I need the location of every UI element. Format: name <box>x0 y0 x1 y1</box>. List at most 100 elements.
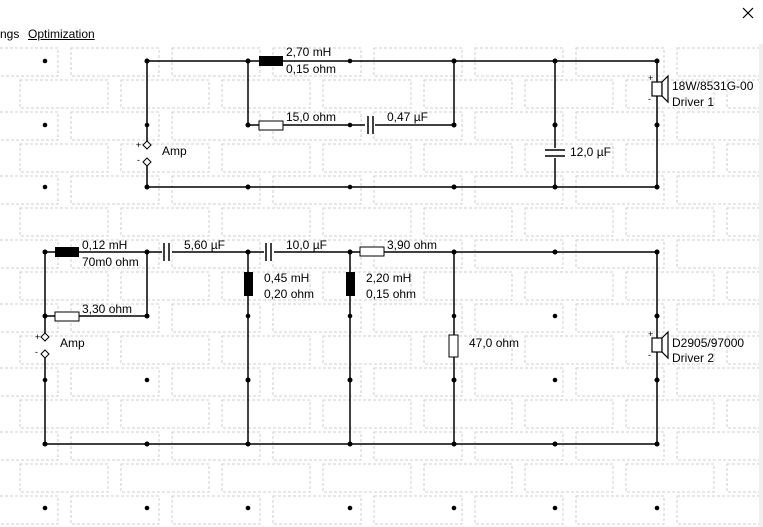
grid-dot <box>245 505 251 511</box>
l1-value: 0,12 mH <box>82 238 127 252</box>
slot <box>272 431 362 461</box>
slot <box>373 495 463 525</box>
slot <box>676 47 759 77</box>
grid-dot <box>42 122 48 128</box>
capacitor-c2-c1[interactable] <box>545 148 565 158</box>
junction-dots <box>144 58 660 190</box>
slot <box>423 399 513 429</box>
resistor-r1-c2[interactable] <box>54 311 80 322</box>
slot <box>423 271 513 301</box>
slot <box>70 111 160 141</box>
slot <box>171 303 261 333</box>
slot <box>0 431 59 461</box>
slot <box>423 335 513 365</box>
slot <box>524 207 614 237</box>
slot <box>120 271 210 301</box>
slot <box>423 207 513 237</box>
slot <box>373 303 463 333</box>
inductor-l1-c2[interactable] <box>55 247 79 257</box>
slot <box>726 271 759 301</box>
amp-terminal[interactable] <box>142 140 152 167</box>
slot <box>0 175 59 205</box>
slot <box>0 495 59 525</box>
slot <box>70 431 160 461</box>
slot <box>70 47 160 77</box>
l1-resistance: 70m0 ohm <box>82 255 139 269</box>
r1-value: 3,30 ohm <box>82 302 132 316</box>
slot <box>0 303 59 333</box>
slot <box>221 335 311 365</box>
slot <box>474 495 564 525</box>
resistor-r3-c2[interactable] <box>448 334 459 358</box>
inductor-l3-c2[interactable] <box>346 272 355 296</box>
c1-value: 5,60 µF <box>184 238 225 252</box>
slot <box>373 175 463 205</box>
speaker-icon[interactable] <box>651 74 669 104</box>
slot <box>322 143 412 173</box>
slot <box>625 143 715 173</box>
slot <box>0 367 59 397</box>
speaker-icon[interactable] <box>651 330 669 360</box>
slot <box>19 399 109 429</box>
slot <box>474 431 564 461</box>
slot <box>625 79 715 109</box>
slot <box>726 207 759 237</box>
slot <box>272 367 362 397</box>
slot <box>0 111 59 141</box>
menu-optimization[interactable]: Optimization <box>28 27 95 41</box>
driver-name: Driver 1 <box>672 95 714 109</box>
close-button[interactable] <box>733 0 763 26</box>
slot <box>120 79 210 109</box>
resistor-r2-c2[interactable] <box>359 246 385 257</box>
l1-value: 2,70 mH <box>286 45 331 59</box>
slot <box>726 463 759 493</box>
capacitor-c1-c2[interactable] <box>162 243 172 261</box>
slot <box>171 367 261 397</box>
schematic-canvas[interactable]: 2,70 mH 0,15 ohm 15,0 ohm 0,47 µF 12,0 µ… <box>0 44 759 527</box>
driver-model: 18W/8531G-00 <box>672 79 754 93</box>
slot <box>19 271 109 301</box>
slot <box>474 303 564 333</box>
slot <box>423 143 513 173</box>
slot <box>120 335 210 365</box>
slot <box>524 335 614 365</box>
l2-resistance: 0,20 ohm <box>264 287 314 301</box>
slot <box>474 111 564 141</box>
menu-settings[interactable]: ngs <box>0 27 20 41</box>
slot <box>0 239 59 269</box>
resistor-r1-c1[interactable] <box>258 120 284 131</box>
driver-model: D2905/97000 <box>672 336 744 350</box>
amp-plus: + <box>136 140 141 150</box>
slot <box>373 367 463 397</box>
slot <box>575 175 665 205</box>
c1-value: 0,47 µF <box>387 110 428 124</box>
grid-dot <box>654 505 660 511</box>
inductor-l2-c2[interactable] <box>244 272 253 296</box>
slot <box>524 143 614 173</box>
slot <box>575 239 665 269</box>
capacitor-c2-c2[interactable] <box>264 243 274 261</box>
l1-resistance: 0,15 ohm <box>286 62 336 76</box>
grid-dot <box>42 505 48 511</box>
slot <box>322 335 412 365</box>
inductor-l1-c1[interactable] <box>259 56 283 66</box>
slot <box>726 399 759 429</box>
slot <box>120 463 210 493</box>
r3-value: 47,0 ohm <box>469 336 519 350</box>
slot <box>19 335 109 365</box>
slot <box>70 367 160 397</box>
scrollbar[interactable] <box>759 44 763 527</box>
slot <box>322 463 412 493</box>
slot <box>221 207 311 237</box>
slot <box>524 79 614 109</box>
slot <box>726 79 759 109</box>
slot <box>322 79 412 109</box>
capacitor-c1-c1[interactable] <box>365 116 375 134</box>
amp-terminal[interactable] <box>40 332 50 359</box>
slot <box>19 207 109 237</box>
l3-value: 2,20 mH <box>366 271 411 285</box>
slot <box>575 303 665 333</box>
slot <box>120 399 210 429</box>
driver-plus: + <box>648 73 653 83</box>
slot <box>575 495 665 525</box>
